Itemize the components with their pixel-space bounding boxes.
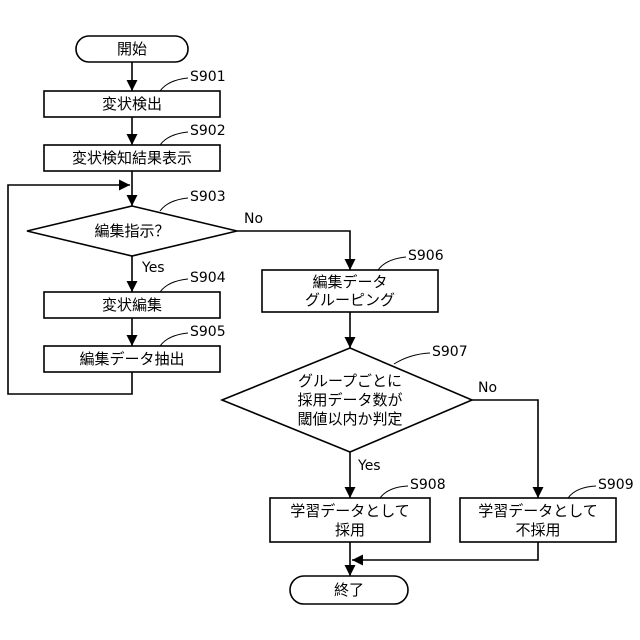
s901-step-label: S901	[190, 69, 226, 85]
arrow-s903-no-to-s906	[237, 231, 350, 270]
process-s908: 学習データとして 採用 S908	[270, 477, 446, 542]
arrow-s909-to-merge	[352, 542, 538, 560]
s907-yes-label: Yes	[357, 458, 381, 474]
decision-s903: 編集指示？ S903 No Yes	[27, 189, 263, 276]
s904-label: 変状編集	[102, 296, 162, 314]
s908-step-label: S908	[410, 477, 446, 493]
s906-label-line2: グルーピング	[305, 291, 395, 309]
process-s906: 編集データ グルーピング S906	[262, 248, 444, 312]
start-terminal: 開始	[76, 36, 188, 62]
s909-step-label: S909	[598, 477, 634, 493]
s907-label-line3: 閾値以内か判定	[297, 410, 402, 428]
process-s909: 学習データとして 不採用 S909	[460, 477, 634, 542]
s902-label: 変状検知結果表示	[72, 149, 192, 167]
s907-no-label: No	[478, 380, 497, 396]
decision-s907: グループごとに 採用データ数が 閾値以内か判定 S907 No Yes	[222, 344, 497, 474]
end-terminal: 終了	[290, 576, 408, 604]
s906-step-label: S906	[408, 248, 444, 264]
s903-no-label: No	[244, 211, 263, 227]
arrow-s907-no-to-s909	[472, 400, 538, 498]
s907-label-line2: 採用データ数が	[297, 391, 402, 409]
s901-label: 変状検出	[102, 95, 162, 113]
s909-label-line2: 不採用	[515, 521, 560, 539]
s905-label: 編集データ抽出	[79, 350, 184, 368]
s903-label: 編集指示？	[94, 222, 169, 240]
s909-label-line1: 学習データとして	[478, 502, 598, 520]
s908-label-line2: 採用	[335, 521, 365, 539]
process-s902: 変状検知結果表示 S902	[44, 123, 226, 171]
process-s905: 編集データ抽出 S905	[44, 324, 226, 372]
process-s901: 変状検出 S901	[44, 69, 226, 117]
s902-step-label: S902	[190, 123, 226, 139]
s906-label-line1: 編集データ	[312, 273, 387, 291]
start-label: 開始	[117, 40, 147, 58]
s908-label-line1: 学習データとして	[290, 502, 410, 520]
s907-step-label: S907	[432, 344, 468, 360]
end-label: 終了	[334, 581, 364, 599]
s903-yes-label: Yes	[141, 260, 165, 276]
s904-step-label: S904	[190, 270, 226, 286]
process-s904: 変状編集 S904	[44, 270, 226, 318]
s907-label-line1: グループごとに	[298, 372, 402, 390]
s905-step-label: S905	[190, 324, 226, 340]
s903-step-label: S903	[190, 189, 226, 205]
